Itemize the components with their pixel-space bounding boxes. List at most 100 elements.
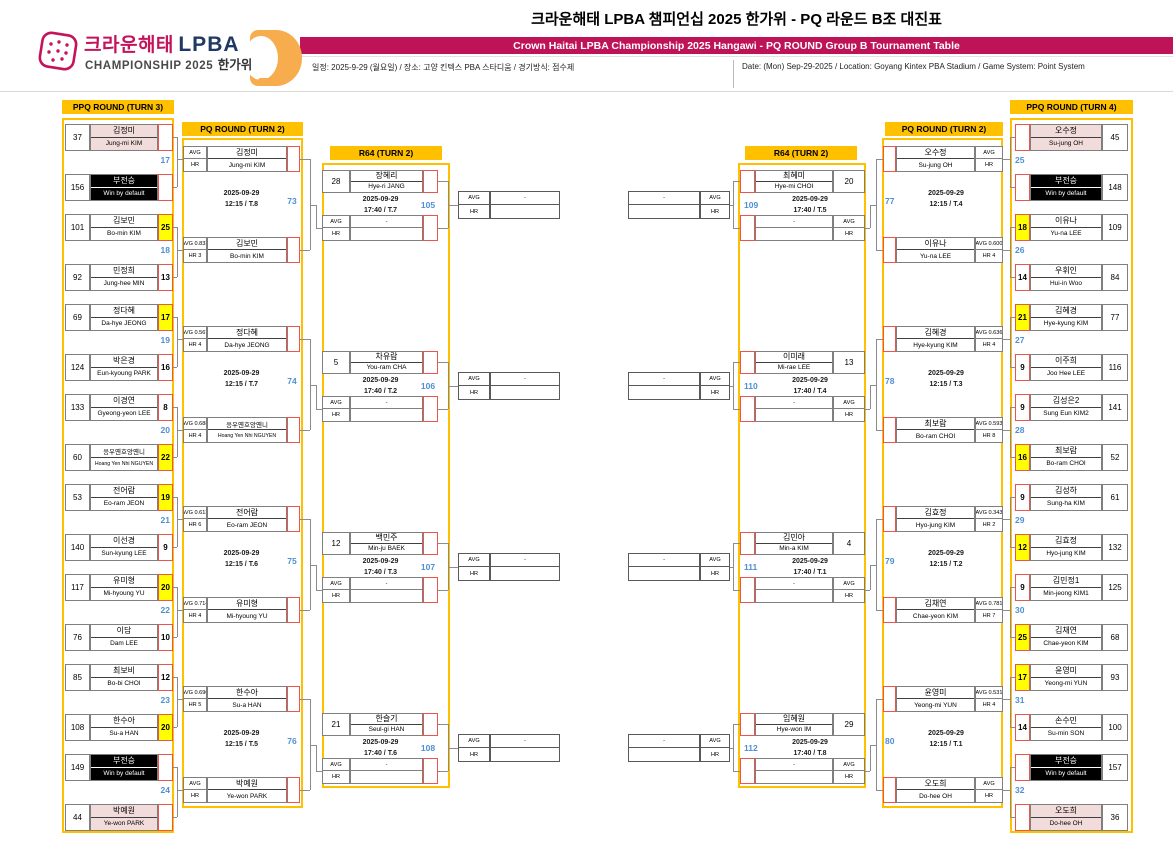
match-time: 17:40 / T.4 [793,388,827,395]
player-name-ko: 정다혜 [208,327,286,339]
player-number: 133 [65,394,90,421]
hr-value: HR [844,774,854,780]
hr-value: HR [469,208,479,215]
player-number: 140 [65,534,90,561]
connector-line [870,204,876,206]
connector-line [1010,497,1011,547]
player-name-ko: 박은경 [91,355,157,368]
player-number: 12 [322,532,350,555]
player-number: 13 [833,351,865,374]
connector-line [870,384,876,386]
avg-value: AVG 0.833 [184,238,206,250]
player-name-ko: 백민주 [351,533,422,544]
hr-value [756,228,832,240]
avg-value: AVG 0.531 [976,687,1002,699]
hr-value [629,567,699,580]
stats-cell: - [628,734,700,762]
player-name-ko: 부전승 [1031,755,1101,768]
title-band: Crown Haitai LPBA Championship 2025 Hang… [300,37,1173,54]
hr-value: HR 8 [982,433,996,439]
connector-line [438,362,448,363]
player-name-ko: 차유람 [351,352,422,363]
avg-value: - [756,759,832,771]
player-name-ko: 전어람 [208,507,286,519]
column-header-r64-left: R64 (TURN 2) [330,146,442,160]
connector-line [1003,250,1010,251]
hr-value: HR [844,593,854,599]
player-number: 148 [1102,174,1128,201]
connector-line [733,724,734,771]
avg-value: - [491,373,559,386]
connector-line [438,771,448,772]
player-name-en: Yeong-mi YUN [1044,680,1088,688]
avg-value: AVG 0.613 [184,507,206,519]
stats-cell: AVG HR [458,191,490,219]
player-name-ko: 김혜경 [897,327,974,339]
connector-line [876,610,883,611]
player-name-en: Hye-kyung KIM [1043,320,1089,328]
player-name-en: Yu-na LEE [919,252,952,260]
player-number: 37 [65,124,90,151]
divider [0,91,1173,92]
avg-value: - [756,216,832,228]
connector-line [1010,367,1015,368]
score-cell [883,597,896,623]
connector-line [310,384,316,386]
connector-line [177,339,183,340]
stats-cell: AVG 0.567HR 4 [183,326,207,352]
logo-moon-cut [244,36,278,80]
avg-value: AVG 0.714 [184,598,206,610]
match-time: 17:40 / T.5 [793,207,827,214]
player-number: 93 [1102,664,1128,691]
player-name-en: Mi-hyoung YU [226,612,268,620]
pq-right-box [882,138,1003,808]
connector-line [870,744,876,746]
player-name-en: Hoang Yen Nhi NGUYEN [94,460,154,467]
avg-value: - [756,578,832,590]
score-cell: 16 [158,354,173,381]
match-number: 109 [744,200,759,210]
match-number: 21 [160,515,170,525]
match-number: 73 [287,196,297,206]
avg-value: AVG [184,147,206,159]
connector-line [173,817,177,818]
hr-value [351,409,422,421]
match-time: 12:15 / T.3 [929,381,963,388]
player-number: 84 [1102,264,1128,291]
hr-value [756,409,832,421]
match-number: 111 [744,562,758,572]
connector-line [1010,227,1015,228]
score-cell [740,170,755,193]
score-cell [158,804,173,831]
match-time: 17:40 / T.3 [363,569,398,576]
connector-line [1010,317,1015,318]
player-name-ko: 김민아 [756,533,832,544]
hr-value: HR [190,793,200,799]
score-cell [883,146,896,172]
score-cell [883,326,896,352]
player-name-ko: 김채연 [1031,625,1101,638]
avg-value: AVG [459,192,489,205]
player-name-en: Bo-bi CHOI [107,680,141,688]
match-number: 79 [885,556,895,566]
player-name-ko: 임혜원 [756,714,832,725]
score-cell [740,758,755,784]
match-date: 2025-09-29 [792,739,828,746]
player-name-ko: 김보민 [208,238,286,250]
hr-value: HR [331,774,341,780]
player-name-en: Hoang Yen Nhi NGUYEN [217,433,277,439]
avg-value: AVG [701,192,729,205]
